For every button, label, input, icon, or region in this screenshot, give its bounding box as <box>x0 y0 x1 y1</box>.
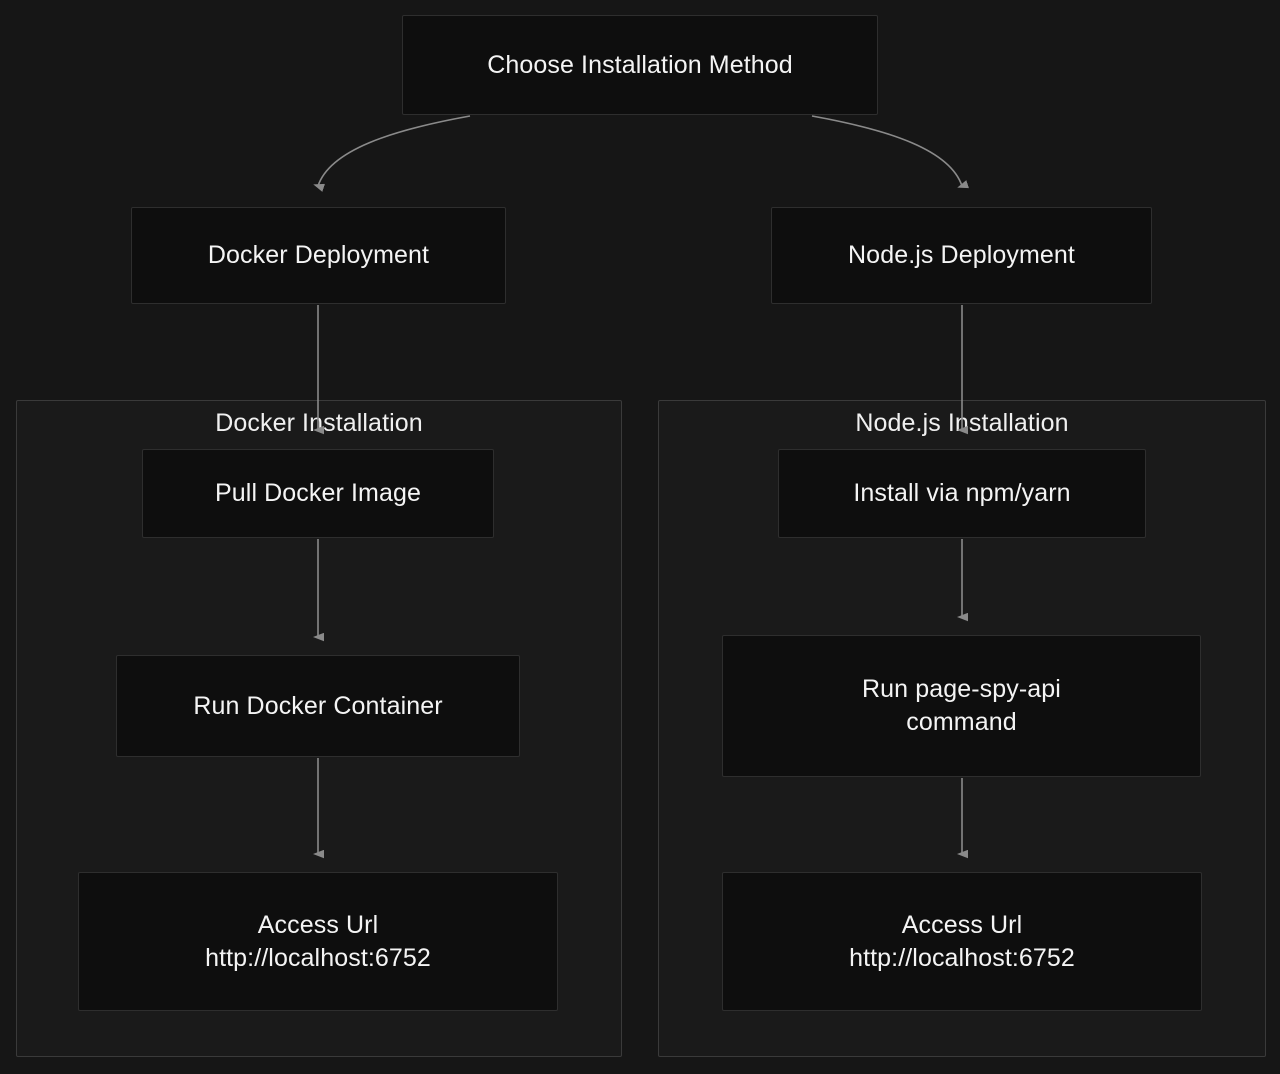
node-docker-deployment[interactable]: Docker Deployment <box>131 207 506 304</box>
subgraph-nodejs-installation-label: Node.js Installation <box>855 409 1069 437</box>
node-choose-installation-method[interactable]: Choose Installation Method <box>402 15 878 115</box>
edge-root-to-docker-deployment <box>313 115 471 192</box>
node-run-docker-container[interactable]: Run Docker Container <box>116 655 520 757</box>
node-access-url-docker[interactable]: Access Url http://localhost:6752 <box>78 872 558 1011</box>
subgraph-docker-installation-label: Docker Installation <box>215 409 423 437</box>
node-install-via-npm-yarn[interactable]: Install via npm/yarn <box>778 449 1146 538</box>
node-root-label: Choose Installation Method <box>487 50 793 79</box>
node-access-url-docker-title: Access Url <box>257 910 379 939</box>
node-pull-docker-image[interactable]: Pull Docker Image <box>142 449 494 538</box>
node-docker-deployment-label: Docker Deployment <box>207 241 430 269</box>
edge-root-to-nodejs-deployment <box>811 115 970 189</box>
node-access-url-nodejs-link: http://localhost:6752 <box>849 943 1075 972</box>
node-access-url-nodejs-title: Access Url <box>901 910 1023 939</box>
node-nodejs-deployment-label: Node.js Deployment <box>848 241 1075 269</box>
node-install-via-npm-yarn-label: Install via npm/yarn <box>853 479 1071 507</box>
node-nodejs-deployment[interactable]: Node.js Deployment <box>771 207 1152 304</box>
node-run-docker-container-label: Run Docker Container <box>193 691 443 720</box>
node-access-url-nodejs[interactable]: Access Url http://localhost:6752 <box>722 872 1202 1011</box>
node-run-command-label-line1: Run page-spy-api <box>862 675 1061 703</box>
node-pull-docker-image-label: Pull Docker Image <box>215 479 421 507</box>
node-access-url-docker-link: http://localhost:6752 <box>205 943 431 972</box>
node-run-command-label-line2: command <box>906 708 1017 736</box>
node-run-page-spy-api-command[interactable]: Run page-spy-api command <box>722 635 1201 777</box>
